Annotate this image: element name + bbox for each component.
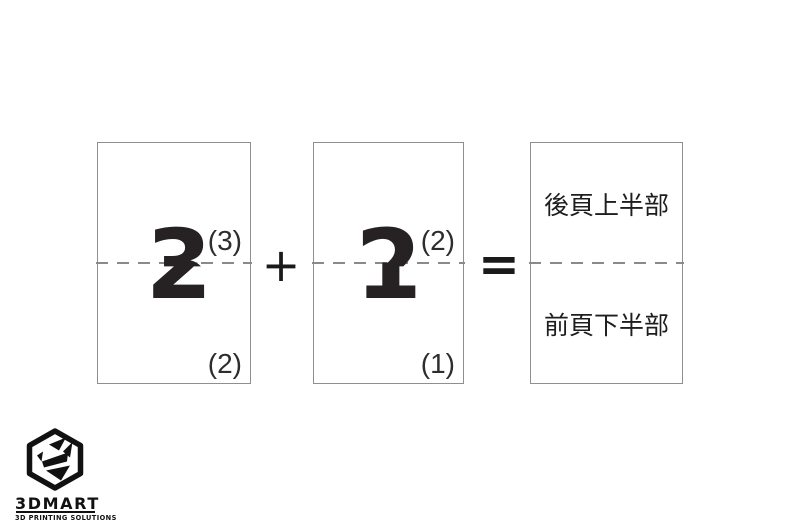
fold-dashed-line <box>529 262 684 264</box>
logo-divider <box>16 511 95 513</box>
result-card: 後頁上半部 前頁下半部 <box>529 142 684 384</box>
sheet-card-1: 3 2 (3) (2) <box>96 142 252 384</box>
hexagon-fox-icon <box>26 428 84 491</box>
digit-top-half: 3 <box>145 208 213 321</box>
page-number-label-top: (3) <box>207 225 242 256</box>
page-number-label-bottom: (2) <box>207 348 242 379</box>
equals-operator: = <box>478 235 520 293</box>
page-number-label-top: (2) <box>420 225 455 256</box>
result-bottom-text: 前頁下半部 <box>543 311 669 340</box>
page-number-label-bottom: (1) <box>420 348 455 379</box>
plus-operator: + <box>261 238 301 292</box>
brand-tagline: 3D PRINTING SOLUTIONS <box>15 514 117 522</box>
fold-dashed-line <box>312 262 465 264</box>
sheet-card-2: 2 1 (2) (1) <box>312 142 465 384</box>
fold-dashed-line <box>96 262 252 264</box>
digit-bottom-half: 1 <box>355 208 422 321</box>
digit-top-half: 2 <box>355 208 422 321</box>
result-top-text: 後頁上半部 <box>543 191 669 220</box>
brand-name: 3DMART <box>15 494 100 513</box>
digit-bottom-half: 2 <box>145 208 213 321</box>
